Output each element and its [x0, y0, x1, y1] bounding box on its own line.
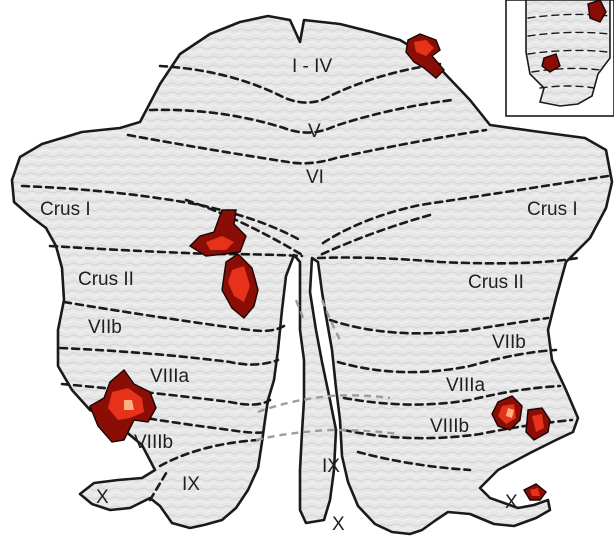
label-viiib-right: VIIIb	[430, 416, 469, 437]
label-x-center: X	[332, 514, 345, 535]
label-ix-center: IX	[322, 456, 340, 477]
label-crus-ii-left: Crus II	[78, 269, 134, 290]
activation-cluster-x-right	[524, 484, 546, 500]
label-vermis-vi: VI	[306, 167, 324, 188]
label-crus-i-left: Crus I	[40, 199, 91, 220]
label-x-left: X	[96, 487, 109, 508]
label-crus-i-right: Crus I	[527, 199, 578, 220]
label-viiia-left: VIIIa	[150, 366, 190, 387]
label-vermis-i-iv: I - IV	[292, 56, 332, 77]
label-vermis-v: V	[308, 121, 321, 142]
inset-thumbnail	[506, 0, 614, 116]
label-viib-right: VIIb	[492, 332, 526, 353]
label-crus-ii-right: Crus II	[468, 272, 524, 293]
label-x-right: X	[505, 492, 518, 513]
label-ix-left: IX	[182, 474, 200, 495]
label-viib-left: VIIb	[88, 317, 122, 338]
label-viiia-right: VIIIa	[446, 375, 486, 396]
label-viiib-left: VIIIb	[134, 432, 173, 453]
